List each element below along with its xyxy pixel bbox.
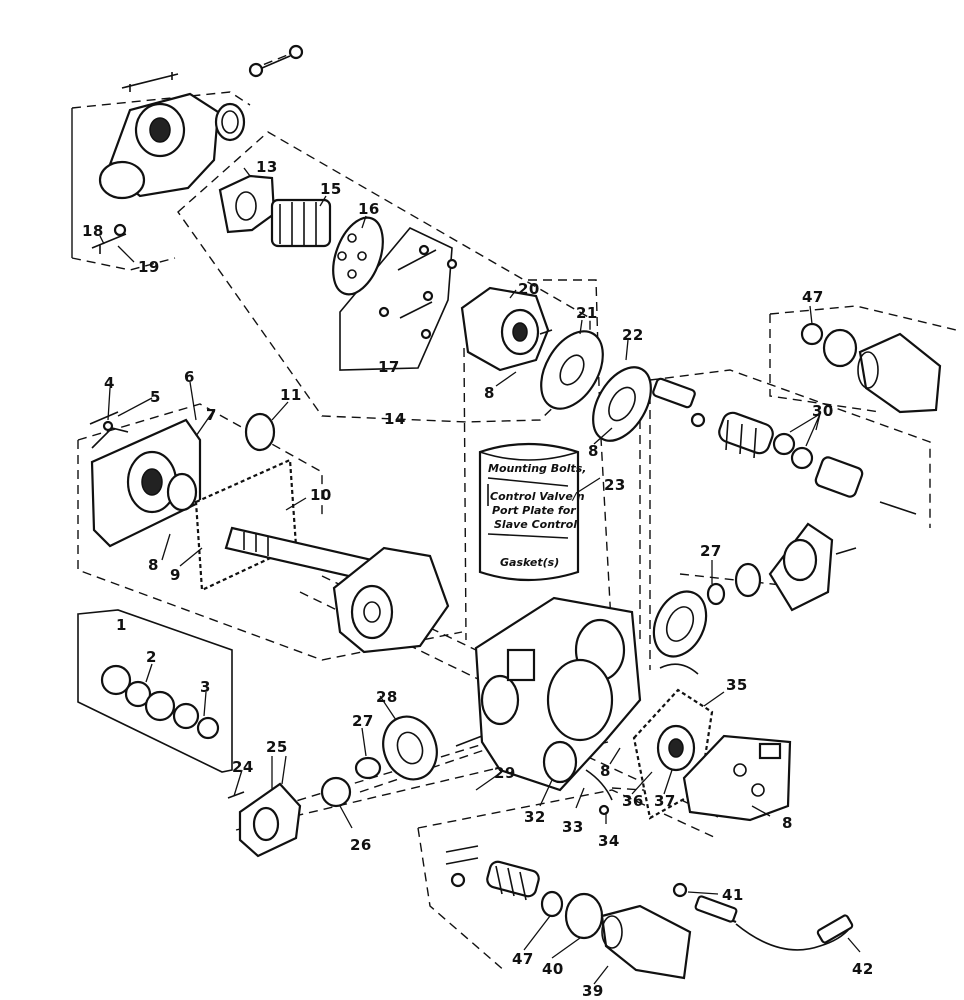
callout-17: 17	[378, 358, 400, 376]
control-group-top-right	[652, 377, 917, 515]
callout-25: 25	[266, 738, 288, 756]
callout-30: 30	[812, 402, 834, 420]
piston-set	[270, 198, 332, 248]
flange-right	[768, 522, 834, 612]
callout-47-top: 47	[802, 288, 824, 306]
note-line-4: Slave Control	[494, 518, 577, 531]
callout-8-c: 8	[148, 556, 159, 574]
thrust-plate	[540, 330, 604, 410]
callout-29: 29	[494, 764, 516, 782]
callout-19: 19	[138, 258, 160, 276]
callout-27-right: 27	[700, 542, 722, 560]
callout-39: 39	[582, 982, 604, 1000]
callout-8-e: 8	[782, 814, 793, 832]
kit-bearing	[172, 702, 200, 730]
bearing-7	[166, 472, 198, 512]
mounting-plate	[90, 418, 202, 548]
callout-32: 32	[524, 808, 546, 826]
callout-22: 22	[622, 326, 644, 344]
note-line-2: Control Valve/n	[490, 490, 585, 503]
o-ring-47-top	[800, 322, 824, 346]
retainer-plate	[332, 216, 384, 296]
bearing-11	[244, 412, 276, 452]
bearing-26	[320, 776, 352, 808]
callout-11: 11	[280, 386, 302, 404]
seal-ring-28-right	[652, 590, 708, 658]
callout-36: 36	[622, 792, 644, 810]
wear-plate	[592, 366, 652, 442]
kit-ring-3	[196, 716, 220, 740]
callout-7: 7	[206, 406, 217, 424]
hardware-kit	[378, 244, 458, 340]
drive-shaft	[224, 526, 374, 582]
callout-33: 33	[562, 818, 584, 836]
o-ring-47-bottom	[540, 890, 564, 918]
kit-seal	[144, 690, 176, 722]
callout-40: 40	[542, 960, 564, 978]
callout-8-b: 8	[588, 442, 599, 460]
callout-23: 23	[604, 476, 626, 494]
callout-14: 14	[384, 410, 406, 428]
note-23-text: Mounting Bolts, Control Valve/n Port Pla…	[487, 462, 586, 569]
cylinder-block	[460, 286, 550, 372]
callout-1: 1	[116, 616, 127, 634]
callout-numbers: 13 15 16 18 19 20 21 22 17 8 8 47 30 4 5…	[82, 158, 874, 1000]
callout-26: 26	[350, 836, 372, 854]
callout-35: 35	[726, 676, 748, 694]
control-valve-block	[682, 734, 792, 822]
servo-spring-lower	[445, 845, 540, 901]
seal-28	[382, 715, 438, 781]
snap-ring-kit	[100, 664, 132, 696]
o-ring-27	[354, 756, 382, 780]
gasket	[194, 458, 298, 592]
callout-18: 18	[82, 222, 104, 240]
o-ring-top-large	[822, 328, 858, 368]
callout-34: 34	[598, 832, 620, 850]
callout-16: 16	[358, 200, 380, 218]
callout-4: 4	[104, 374, 115, 392]
callout-42: 42	[852, 960, 874, 978]
o-ring-40	[564, 892, 604, 940]
hose-assembly	[672, 882, 854, 951]
callout-8-d: 8	[600, 762, 611, 780]
callout-21: 21	[576, 304, 598, 322]
callout-24: 24	[232, 758, 254, 776]
callout-20: 20	[518, 280, 540, 298]
note-line-3: Port Plate for	[492, 504, 576, 517]
callout-3: 3	[200, 678, 211, 696]
callout-6: 6	[184, 368, 195, 386]
callout-13: 13	[256, 158, 278, 176]
part-shapes	[89, 44, 942, 980]
callout-8-a: 8	[484, 384, 495, 402]
callout-5: 5	[150, 388, 161, 406]
note-line-5: Gasket(s)	[500, 556, 559, 569]
callout-37: 37	[654, 792, 676, 810]
end-cap-assembly	[91, 44, 304, 254]
swashplate-housing	[332, 546, 450, 654]
kit-ring-2	[124, 680, 152, 708]
cap-top-right	[857, 332, 942, 414]
callout-2: 2	[146, 648, 157, 666]
callout-10: 10	[310, 486, 332, 504]
flange-bottom	[238, 782, 302, 858]
bearing-right	[734, 562, 762, 598]
valve-plate	[218, 174, 276, 234]
leader-lines	[99, 167, 861, 985]
o-ring-27-right	[706, 582, 726, 606]
callout-47-bottom: 47	[512, 950, 534, 968]
cap-39	[600, 904, 692, 980]
main-housing	[474, 596, 642, 792]
callout-41: 41	[722, 886, 744, 904]
callout-9: 9	[170, 566, 181, 584]
callout-27: 27	[352, 712, 374, 730]
instruction-canister	[478, 442, 580, 582]
callout-28: 28	[376, 688, 398, 706]
callout-15: 15	[320, 180, 342, 198]
note-line-1: Mounting Bolts,	[488, 462, 586, 475]
